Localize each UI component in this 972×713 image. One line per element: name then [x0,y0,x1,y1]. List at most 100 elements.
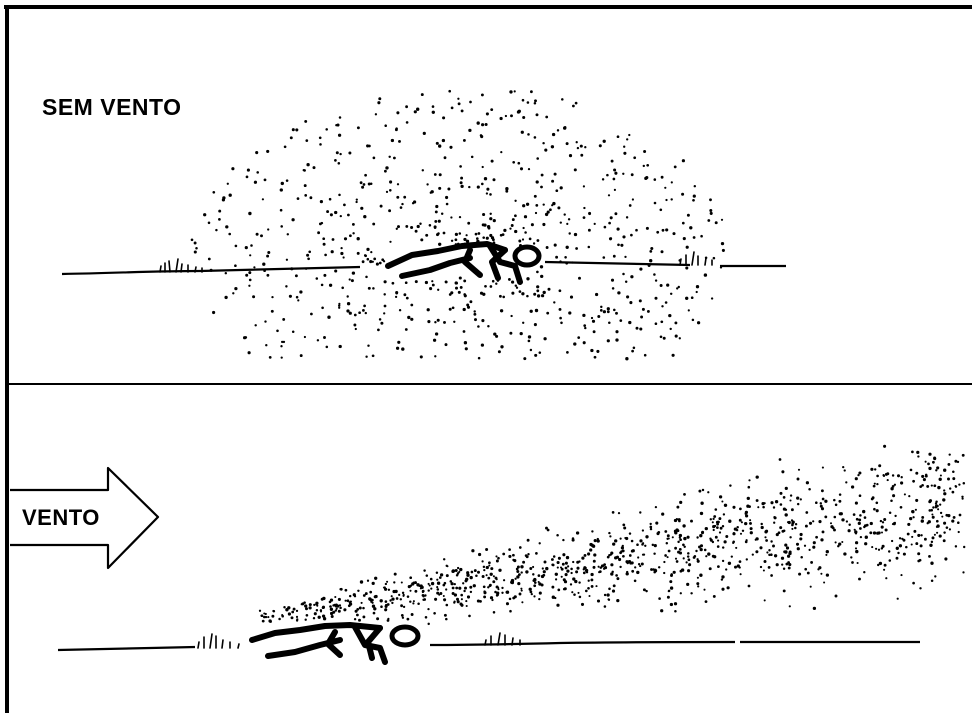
scent-dot [808,548,811,551]
scent-dot [500,151,503,154]
scent-dot [353,323,357,327]
scent-dot [473,312,477,316]
scent-dot [472,584,476,588]
scent-dot [962,571,965,574]
scent-dot [234,244,238,248]
scent-dot [482,565,486,569]
scent-dot [248,278,252,282]
scent-dot [486,187,490,191]
scent-dot [471,549,475,553]
scent-dot [562,538,565,542]
scent-dot [636,570,640,575]
scent-dot [660,609,664,613]
scent-dot [456,572,460,575]
scent-dot [958,513,962,517]
scent-dot [380,605,383,608]
scent-dot [712,528,715,532]
scent-dot [772,544,775,548]
scent-dot [438,186,442,190]
scent-dot [952,477,956,481]
scent-dot [547,287,551,291]
scent-dot [244,246,248,250]
scent-dot [930,540,934,544]
scent-dot [883,517,887,522]
scent-dot [537,574,541,577]
scent-dot [674,321,678,325]
scent-dot [608,531,611,535]
scent-dot [740,521,743,524]
scent-dot [310,312,313,316]
scent-dot [602,256,606,259]
scent-dot [384,608,388,612]
scent-dot [607,598,610,601]
scent-dot [808,521,813,525]
scent-dot [617,511,621,515]
scent-dot [212,310,216,315]
scent-dot [525,555,529,559]
grass-tufts-top [159,251,713,273]
scent-dot [721,587,725,591]
scent-dot [533,595,536,598]
scent-dot [631,569,635,573]
scent-dot [367,286,371,290]
scent-dot [399,206,403,209]
scent-dot [473,310,476,313]
scent-dot [688,563,692,567]
scent-dot [943,531,946,534]
scent-dot [603,225,607,229]
scent-dot [522,560,526,564]
scent-dot [338,344,342,349]
scent-dot [391,601,394,605]
scent-dot [608,221,611,225]
scent-dot [337,133,342,137]
scent-dot [404,328,408,331]
scent-dot [917,559,921,563]
scent-dot [195,246,198,250]
scent-dot [466,595,471,599]
scent-dot [685,296,689,300]
scent-dot [436,591,440,595]
scent-dot [400,604,404,608]
scent-dot [363,254,367,257]
scent-dot [789,536,792,539]
scent-dot [491,598,494,602]
scent-dot [405,105,409,109]
scent-dot [732,540,735,544]
scent-dot [928,466,932,471]
scent-dot [597,565,600,568]
scent-dot [517,582,521,586]
scent-dot [508,548,511,551]
scent-dot [876,531,880,535]
crawling-person-top [385,241,542,285]
scent-dot [488,564,491,567]
scent-dot [383,312,386,315]
scent-dot [944,557,948,561]
scent-dot [739,573,742,576]
scent-dot [590,572,594,577]
scent-dot [703,588,706,591]
scent-dot [495,334,499,338]
scent-dot [330,250,334,254]
scent-dot [450,106,454,110]
scent-dot [410,303,414,307]
scent-dot [858,518,862,522]
scent-dot [379,599,383,603]
scent-dot [566,222,569,226]
scent-dot [234,264,237,268]
scent-dot [423,598,427,601]
scent-dot [779,491,783,495]
scent-dot [520,587,523,590]
scent-dot [540,173,544,177]
scent-dot [609,237,613,240]
scent-dot [593,539,597,543]
scent-dot [306,163,310,167]
scent-dot [507,277,511,281]
scent-dot [873,482,876,485]
scent-dot [381,258,385,262]
scent-dot [299,354,303,358]
scent-dot [678,337,681,340]
scent-dot [923,537,927,541]
scent-dot [623,145,626,148]
scent-dot [854,477,858,481]
scent-dot [928,452,932,456]
